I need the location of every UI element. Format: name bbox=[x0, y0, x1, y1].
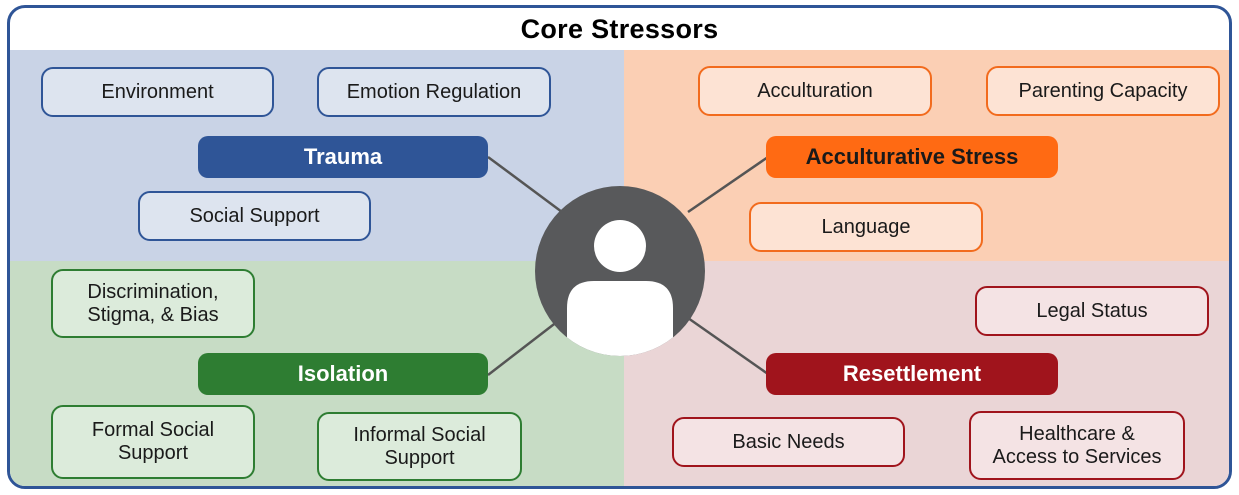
resettlement-item-legal-status: Legal Status bbox=[975, 286, 1209, 336]
person-icon bbox=[535, 186, 705, 356]
acculturative-item-parenting-capacity: Parenting Capacity bbox=[986, 66, 1220, 116]
resettlement-label: Resettlement bbox=[766, 353, 1058, 395]
trauma-item-social-support: Social Support bbox=[138, 191, 371, 241]
isolation-item-discrimination: Discrimination, Stigma, & Bias bbox=[51, 269, 255, 338]
diagram-title: Core Stressors bbox=[520, 14, 719, 44]
acculturative-stress-label: Acculturative Stress bbox=[766, 136, 1058, 178]
acculturative-item-acculturation: Acculturation bbox=[698, 66, 932, 116]
trauma-item-emotion-regulation: Emotion Regulation bbox=[317, 67, 551, 117]
isolation-item-formal-social-support: Formal Social Support bbox=[51, 405, 255, 479]
acculturative-item-language: Language bbox=[749, 202, 983, 252]
trauma-item-environment: Environment bbox=[41, 67, 274, 117]
resettlement-item-healthcare-access: Healthcare & Access to Services bbox=[969, 411, 1185, 480]
isolation-item-informal-social-support: Informal Social Support bbox=[317, 412, 522, 481]
resettlement-item-basic-needs: Basic Needs bbox=[672, 417, 905, 467]
isolation-label: Isolation bbox=[198, 353, 488, 395]
trauma-label: Trauma bbox=[198, 136, 488, 178]
